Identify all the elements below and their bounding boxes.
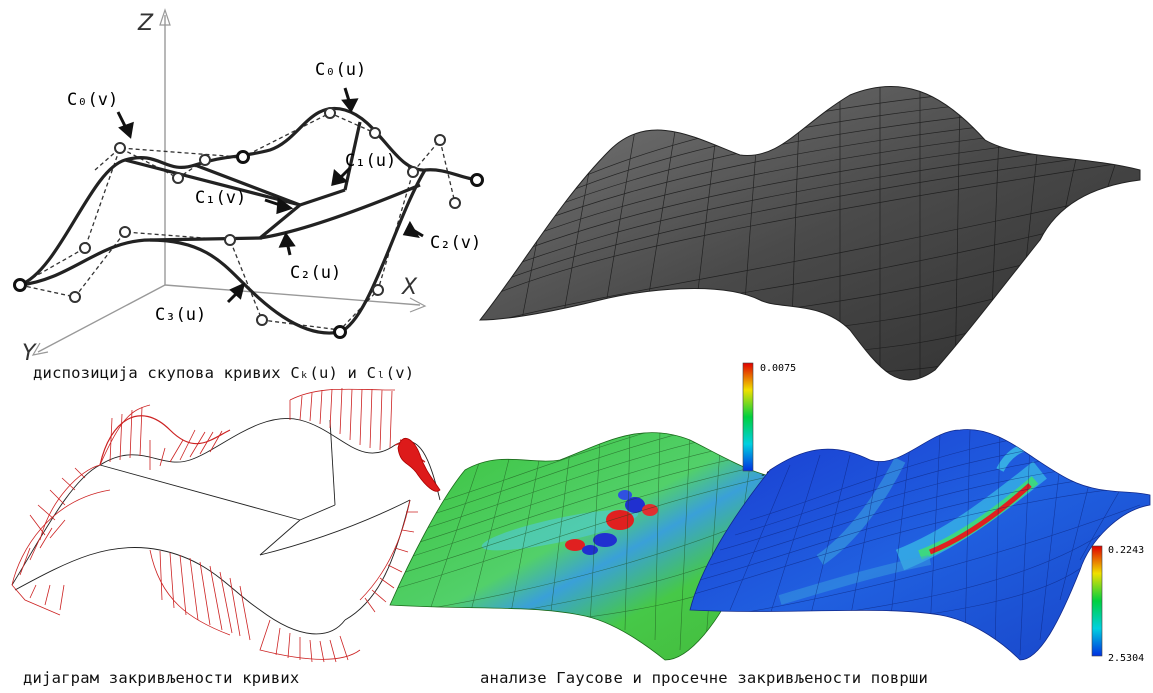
z-axis-arrow	[159, 8, 171, 26]
caption-surface-analysis: анализе Гаусове и просечне закривљености…	[480, 669, 928, 687]
label-c1u: C₁(u)	[345, 151, 396, 171]
x-axis-arrow	[409, 297, 427, 313]
label-c1v: C₁(v)	[195, 188, 246, 208]
mean-curvature-surface: 0.2243 2.5304	[689, 429, 1151, 664]
curvature-combs	[11, 387, 426, 663]
caption-curvature-diagram: дијаграм закривљености кривих	[23, 669, 300, 687]
x-axis-label: X	[401, 275, 418, 300]
x-axis-line	[164, 284, 421, 306]
gaussian-scale-max: 0.0075	[760, 363, 796, 374]
label-c0u: C₀(u)	[315, 60, 366, 80]
curvature-peak-fill	[397, 437, 441, 492]
curve-network-diagram: Z X Y	[13, 8, 484, 366]
label-arrows	[116, 87, 424, 304]
label-c0v: C₀(v)	[67, 90, 118, 110]
label-c3u: C₃(u)	[155, 305, 206, 325]
y-axis-arrow	[31, 342, 49, 356]
label-c2u: C₂(u)	[290, 263, 341, 283]
caption-curve-network: диспозиција скупова кривих Cₖ(u) и Cₗ(v)	[33, 364, 415, 382]
gray-surface-render	[478, 85, 1141, 381]
end-points	[13, 150, 484, 339]
control-points	[69, 107, 461, 326]
label-c2v: C₂(v)	[430, 233, 481, 253]
curvature-diagram	[11, 387, 441, 663]
y-axis-label: Y	[22, 341, 37, 366]
mean-scale-max: 0.2243	[1108, 545, 1144, 556]
z-axis-label: Z	[137, 11, 154, 36]
mean-colorbar	[1091, 545, 1103, 657]
mean-scale-min: 2.5304	[1108, 653, 1144, 664]
y-axis-line	[37, 284, 166, 353]
gaussian-colorbar	[742, 362, 754, 472]
